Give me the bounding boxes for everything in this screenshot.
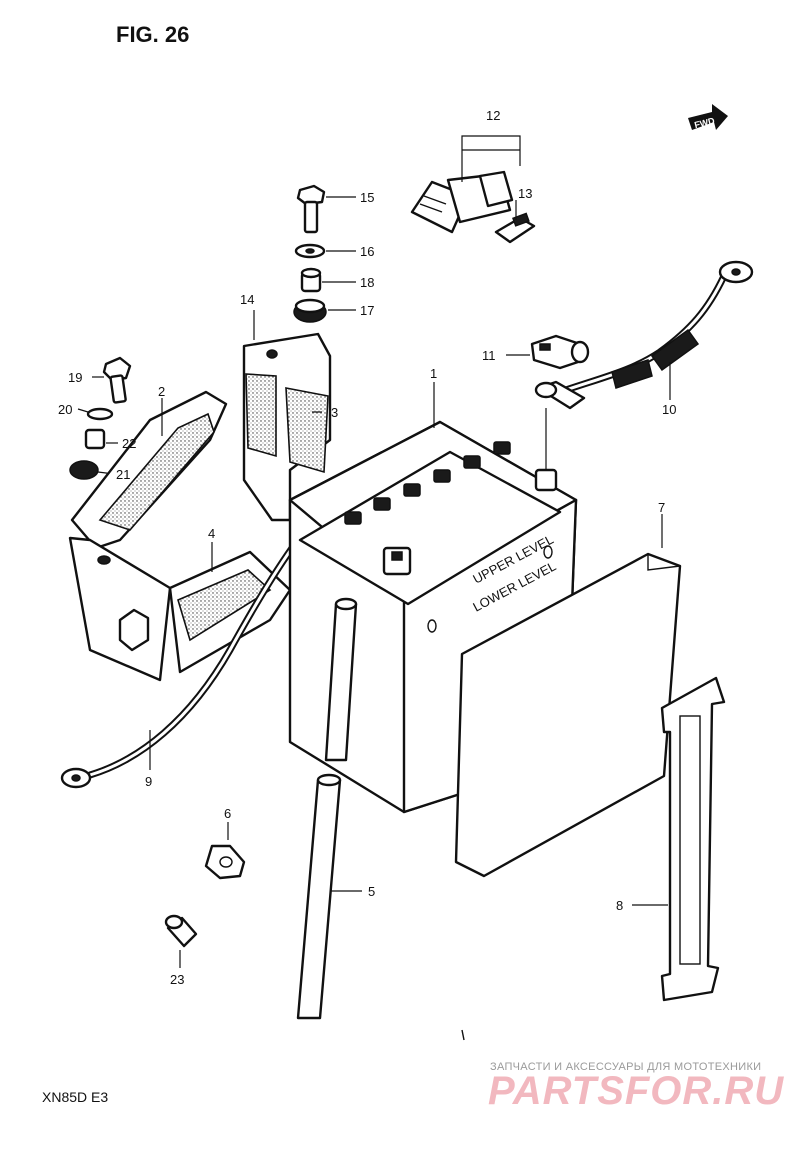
callout-13: 13 bbox=[518, 186, 532, 201]
clamp-part-6 bbox=[204, 844, 246, 880]
relay-part-12 bbox=[410, 170, 514, 234]
callout-14: 14 bbox=[240, 292, 254, 307]
callout-7: 7 bbox=[658, 500, 665, 515]
forward-arrow-icon: FWD bbox=[688, 104, 728, 130]
watermark-tagline: ЗАПЧАСТИ И АКСЕССУАРЫ ДЛЯ МОТОТЕХНИКИ bbox=[490, 1061, 761, 1073]
rubber-band-part-8 bbox=[660, 676, 726, 1002]
callout-5: 5 bbox=[368, 884, 375, 899]
callout-4: 4 bbox=[208, 526, 215, 541]
bolt-part-15 bbox=[296, 184, 326, 234]
battery-cell-caps bbox=[344, 441, 511, 525]
callout-12: 12 bbox=[486, 108, 500, 123]
bracket-part-14 bbox=[242, 332, 332, 522]
callout-15: 15 bbox=[360, 190, 374, 205]
cover-part-7 bbox=[454, 552, 682, 878]
callout-12-bracket bbox=[461, 135, 521, 182]
figure-title: FIG. 26 bbox=[116, 22, 189, 47]
callout-20: 20 bbox=[58, 402, 72, 417]
bolt-part-19 bbox=[102, 356, 132, 404]
callout-11: 11 bbox=[482, 348, 496, 363]
scan-mark bbox=[461, 1029, 465, 1041]
callout-2: 2 bbox=[158, 384, 165, 399]
callout-16: 16 bbox=[360, 244, 374, 259]
callout-18: 18 bbox=[360, 275, 374, 290]
washer-part-20 bbox=[86, 407, 114, 421]
callout-6: 6 bbox=[224, 806, 231, 821]
watermark-logo: PARTSFOR.RU bbox=[488, 1069, 784, 1113]
callout-1: 1 bbox=[430, 366, 437, 381]
callout-17: 17 bbox=[360, 303, 374, 318]
callout-3: 3 bbox=[331, 405, 338, 420]
cable-part-10 bbox=[534, 260, 754, 410]
grommet-part-21 bbox=[69, 460, 99, 480]
callout-23: 23 bbox=[170, 972, 184, 987]
callout-19: 19 bbox=[68, 370, 82, 385]
callout-21: 21 bbox=[116, 467, 130, 482]
fuse-holder-part-11 bbox=[530, 334, 590, 370]
fuse-part-13 bbox=[494, 212, 536, 244]
callout-9: 9 bbox=[145, 774, 152, 789]
cap-part-23 bbox=[164, 914, 198, 948]
model-code: XN85D E3 bbox=[42, 1089, 108, 1105]
strap-part-2 bbox=[70, 390, 228, 550]
callout-10: 10 bbox=[662, 402, 676, 417]
spacer-part-22 bbox=[84, 428, 106, 450]
tray-part-4 bbox=[68, 536, 292, 682]
callout-22: 22 bbox=[122, 436, 136, 451]
callout-8: 8 bbox=[616, 898, 623, 913]
callout-labels: 1 2 3 4 5 6 7 8 9 10 11 12 13 14 15 16 1… bbox=[58, 108, 676, 987]
spacer-part-18 bbox=[300, 267, 322, 293]
grommet-part-17 bbox=[293, 298, 327, 323]
fwd-label: FWD bbox=[693, 115, 716, 130]
breather-hose-part-5 bbox=[296, 597, 358, 1020]
